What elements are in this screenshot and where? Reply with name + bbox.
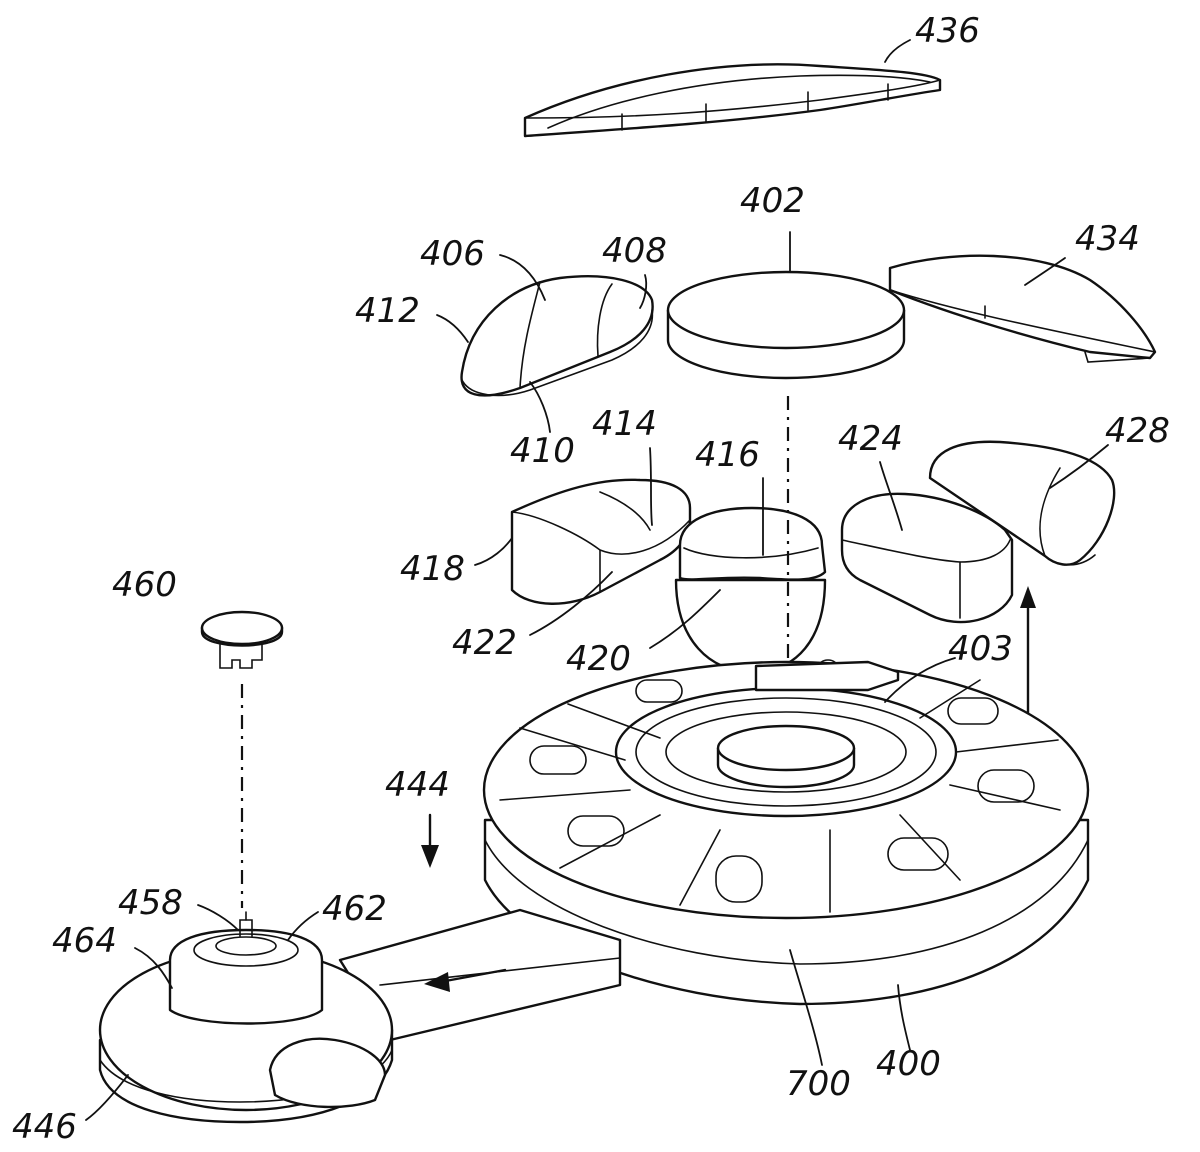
label-420: 420 (566, 639, 631, 679)
label-458: 458 (118, 883, 183, 923)
leader-lines (85, 39, 1109, 1121)
label-700: 700 (786, 1064, 851, 1104)
label-408: 408 (602, 231, 667, 271)
pull-arrow (424, 968, 507, 992)
base-400 (482, 659, 1090, 1006)
block-414 (510, 478, 692, 605)
wedge-434 (888, 254, 1157, 363)
block-424 (840, 492, 1014, 624)
label-402: 402 (740, 181, 805, 221)
label-410: 410 (510, 431, 575, 471)
label-418: 418 (400, 549, 465, 589)
label-428: 428 (1105, 411, 1170, 451)
label-424: 424 (838, 419, 903, 459)
label-444: 444 (385, 765, 450, 805)
label-403: 403 (948, 629, 1013, 669)
label-406: 406 (420, 234, 485, 274)
label-460: 460 (112, 565, 177, 605)
label-434: 434 (1075, 219, 1140, 259)
wedge-428 (928, 440, 1116, 566)
pivot-446 (98, 911, 394, 1124)
pin-cap-460 (200, 610, 284, 669)
cover-436 (523, 63, 942, 138)
press-arrow (421, 813, 439, 868)
disc-402 (666, 270, 906, 380)
label-412: 412 (355, 291, 420, 331)
label-462: 462 (322, 889, 387, 929)
sphere-416 (674, 506, 827, 674)
label-416: 416 (695, 435, 760, 475)
label-422: 422 (452, 623, 517, 663)
wedge-406 (460, 275, 654, 397)
label-446: 446 (12, 1107, 77, 1147)
reference-numerals: 436 402 434 406 408 412 410 414 416 424 … (12, 11, 1170, 1147)
label-464: 464 (52, 921, 117, 961)
label-436: 436 (915, 11, 980, 51)
label-414: 414 (592, 404, 657, 444)
label-400: 400 (876, 1044, 941, 1084)
